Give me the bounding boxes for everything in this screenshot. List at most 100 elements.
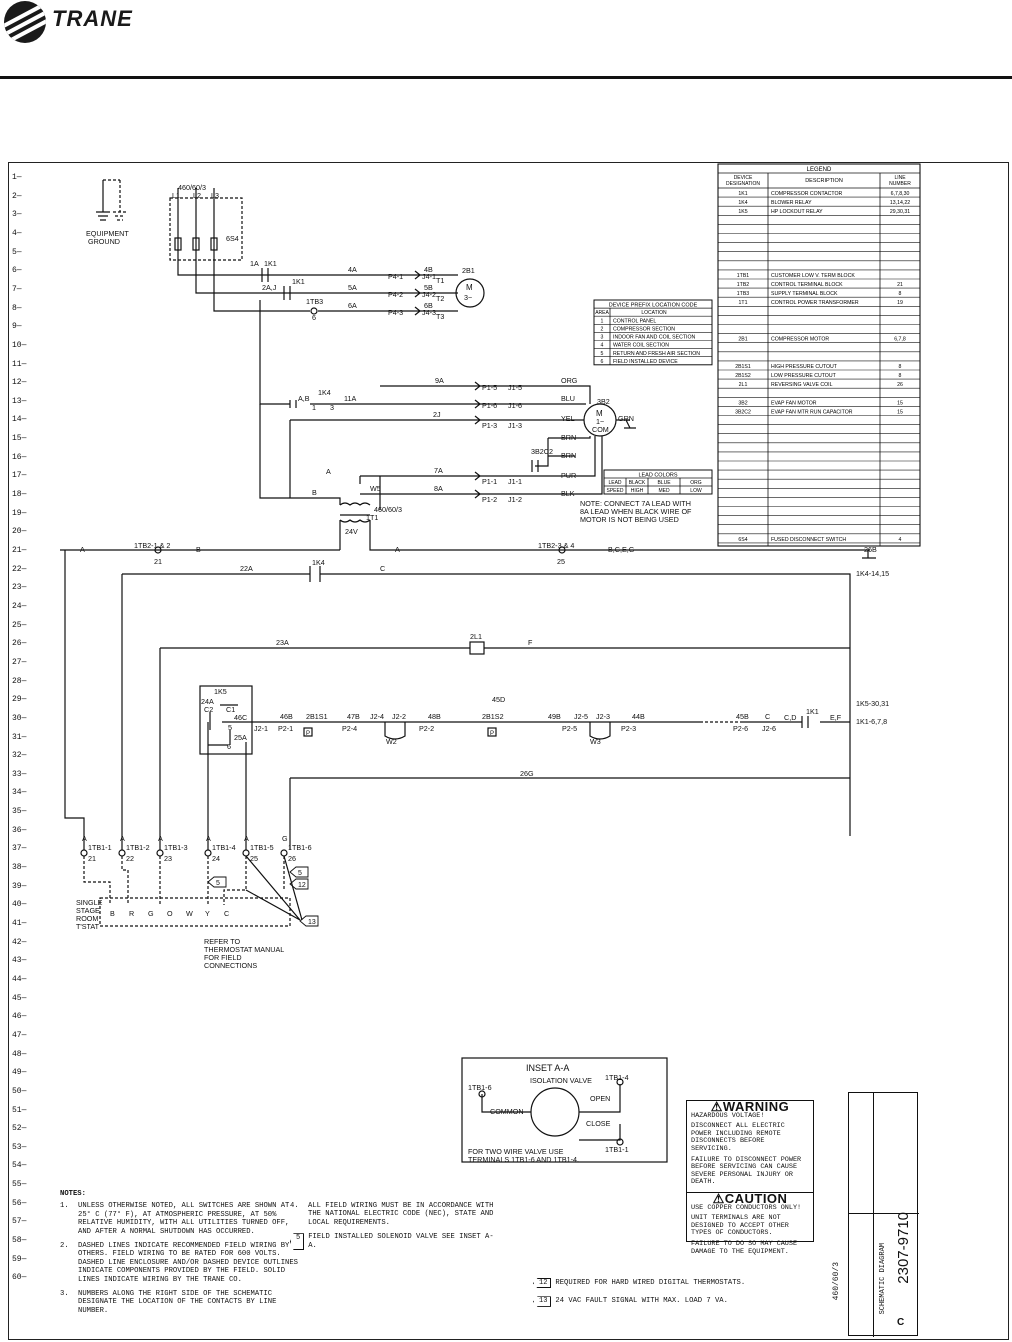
- line-number: 29—: [12, 695, 27, 705]
- diagram-label: J4-3: [422, 308, 436, 317]
- diagram-label: 6S4: [226, 234, 239, 243]
- prefix-location: FIELD INSTALLED DEVICE: [613, 359, 678, 365]
- diagram-label: 1TB1-6: [288, 843, 312, 852]
- line-number: 16—: [12, 452, 27, 462]
- trane-logo-icon: [4, 1, 46, 43]
- prefix-location: RETURN AND FRESH AIR SECTION: [613, 351, 700, 357]
- thermostat-terminal: W: [186, 909, 193, 918]
- diagram-label: 1K4: [318, 388, 331, 397]
- diagram-label: COMMON: [490, 1107, 524, 1116]
- diagram-label: 1: [601, 318, 604, 324]
- diagram-label: 46B: [280, 712, 293, 721]
- legend-line-number: 8: [899, 291, 902, 297]
- diagram-label: B: [312, 488, 317, 497]
- diagram-label: 1TB1-6: [468, 1083, 492, 1092]
- line-number: 42—: [12, 937, 27, 947]
- diagram-label: P1-1: [482, 477, 497, 486]
- diagram-label: 1TB2-3 & 4: [538, 541, 574, 550]
- diagram-label: BLUE: [657, 480, 671, 486]
- valve-label: ISOLATION VALVE: [530, 1076, 592, 1085]
- drawing-title: SCHEMATIC DIAGRAM: [879, 1243, 887, 1315]
- line-number: 8—: [12, 303, 22, 313]
- diagram-label: BLACK: [629, 480, 646, 486]
- legend-line-number: 13,14,22: [890, 200, 910, 206]
- refer-note: CONNECTIONS: [204, 961, 257, 970]
- wire-color-label: ORG: [561, 376, 578, 385]
- diagram-label: W3: [590, 737, 601, 746]
- diagram-label: J2-4: [370, 712, 384, 721]
- schematic-frame: [8, 162, 1009, 1340]
- diagram-label: 11A: [344, 394, 356, 403]
- legend-line-number: 8: [899, 364, 902, 370]
- legend-line-number: 8: [899, 373, 902, 379]
- diagram-label: P2-4: [342, 724, 357, 733]
- diagram-label: LINE: [894, 175, 906, 181]
- diagram-label: 1~: [596, 417, 604, 426]
- ground-label: GROUND: [88, 237, 120, 246]
- diagram-label: 1TB2-1 & 2: [134, 541, 170, 550]
- diagram-label: 44B: [632, 712, 645, 721]
- diagram-label: 1TB1-5: [250, 843, 274, 852]
- diagram-label: E,F: [830, 713, 842, 722]
- line-number: 20—: [12, 527, 27, 537]
- line-number: 19—: [12, 508, 27, 518]
- diagram-label: 45D: [492, 695, 505, 704]
- line-number: 43—: [12, 956, 27, 966]
- flag-note-icon: 5: [290, 1233, 305, 1251]
- line-number: 51—: [12, 1105, 27, 1115]
- line-number: 2—: [12, 191, 22, 201]
- legend-line-number: 15: [897, 400, 903, 406]
- line-number: 21—: [12, 546, 27, 555]
- diagram-label: B,C,E,G: [608, 545, 635, 554]
- line-number: 52—: [12, 1124, 27, 1134]
- thermostat-terminal: G: [148, 909, 154, 918]
- legend-device: 1TB1: [737, 273, 750, 279]
- inset-title: INSET A-A: [526, 1063, 569, 1073]
- diagram-label: 6: [227, 742, 231, 751]
- diagram-label: B: [196, 545, 201, 554]
- line-number: 33—: [12, 769, 27, 779]
- legend-device: 3B2C2: [735, 409, 751, 415]
- line-number: 44—: [12, 974, 27, 984]
- diagram-label: P2-6: [733, 724, 748, 733]
- diagram-label: 4A: [348, 265, 357, 274]
- flag-note-icon: [299, 915, 319, 927]
- thermostat-terminal: B: [110, 909, 115, 918]
- legend-device: 6S4: [738, 537, 747, 543]
- legend-description: CUSTOMER LOW V. TERM BLOCK: [771, 273, 855, 279]
- line-number: 58—: [12, 1236, 27, 1246]
- diagram-label: J2-3: [596, 712, 610, 721]
- diagram-label: COM: [592, 425, 609, 434]
- warning-title: ⚠WARNING: [710, 1099, 790, 1114]
- legend-description: BLOWER RELAY: [771, 200, 812, 206]
- notes-title: NOTES:: [60, 1190, 86, 1198]
- line-number: 23—: [12, 583, 27, 593]
- wire-color-label: PUR: [561, 471, 576, 480]
- legend-line-number: 29,30,31: [890, 209, 910, 215]
- line-number: 22—: [12, 564, 27, 574]
- diagram-label: P: [306, 731, 310, 737]
- diagram-label: 1K5-30,31: [856, 699, 889, 708]
- diagram-label: AREA: [595, 310, 609, 316]
- note-item: 4.ALL FIELD WIRING MUST BE IN ACCORDANCE…: [290, 1202, 500, 1227]
- thermostat-label: STAGE: [76, 906, 100, 915]
- diagram-label: L2: [193, 191, 201, 200]
- diagram-label: 3B2: [597, 397, 610, 406]
- legend-device: 1TB2: [737, 282, 750, 288]
- line-number: 1—: [12, 173, 22, 182]
- legend-line-number: 6,7,8: [894, 337, 906, 343]
- note-text: NUMBERS ALONG THE RIGHT SIDE OF THE SCHE…: [78, 1290, 277, 1315]
- line-number: 7—: [12, 284, 22, 294]
- diagram-label: P2-5: [562, 724, 577, 733]
- refer-note: THERMOSTAT MANUAL: [204, 945, 284, 954]
- diagram-label: P: [490, 731, 494, 737]
- line-number: 14—: [12, 415, 27, 425]
- flag-note-icon: [207, 876, 227, 888]
- legend-description: REVERSING VALVE COIL: [771, 382, 833, 388]
- line-number: 25—: [12, 620, 27, 630]
- diagram-label: 24: [212, 854, 220, 863]
- diagram-label: A: [120, 834, 125, 843]
- diagram-label: 5: [228, 723, 232, 732]
- legend-description: EVAP FAN MTR RUN CAPACITOR: [771, 409, 853, 415]
- line-number: 47—: [12, 1030, 27, 1040]
